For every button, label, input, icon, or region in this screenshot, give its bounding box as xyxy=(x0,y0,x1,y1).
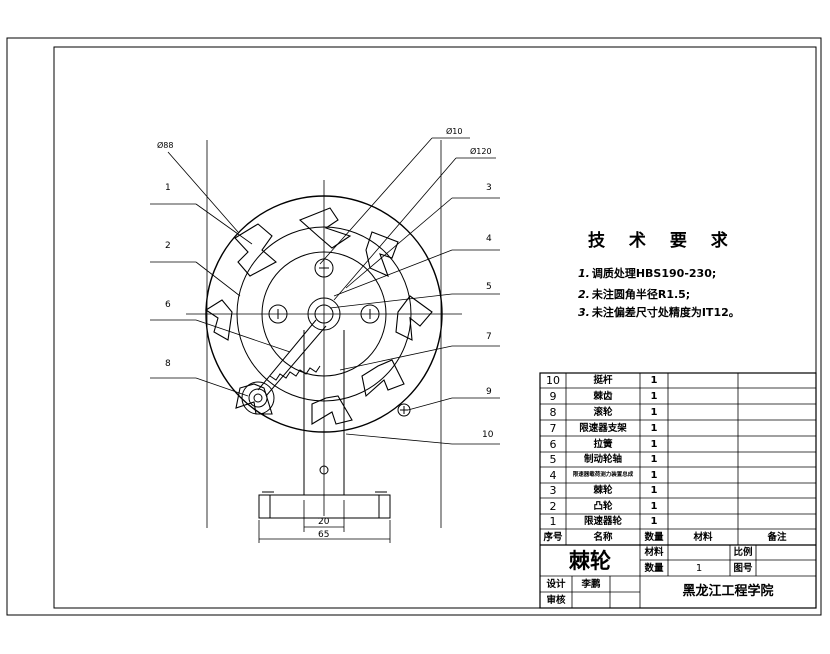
header-name: 名称 xyxy=(593,532,613,543)
requirements-title: 技 术 要 求 xyxy=(588,231,737,251)
requirement-item: 1.调质处理HBS190-230; xyxy=(578,265,716,281)
callout-2: 2 xyxy=(165,241,171,251)
bom-no: 5 xyxy=(549,453,557,466)
bom-no: 7 xyxy=(549,422,557,435)
school-name: 黑龙江工程学院 xyxy=(682,584,774,599)
spring-link xyxy=(241,319,411,417)
quantity-label: 数量 xyxy=(644,563,664,574)
dim-w65: 65 xyxy=(318,530,329,540)
ratchet-teeth xyxy=(204,207,433,425)
drawing-no-label: 图号 xyxy=(733,563,753,574)
callout-9: 9 xyxy=(486,387,492,397)
bom-no: 3 xyxy=(549,484,557,497)
bom-qty: 1 xyxy=(650,407,658,418)
bom-name: 棘轮 xyxy=(593,485,613,496)
callout-3: 3 xyxy=(486,183,492,193)
scale-label: 比例 xyxy=(733,547,753,558)
callout-6: 6 xyxy=(165,300,171,310)
bom-no: 10 xyxy=(546,374,560,387)
designer-name: 李鹏 xyxy=(581,579,601,590)
bom-qty: 1 xyxy=(650,516,658,527)
bom-no: 9 xyxy=(549,390,557,403)
dim-d10: Ø10 xyxy=(446,126,462,136)
inner-border xyxy=(53,46,817,609)
dimension-lines xyxy=(258,500,391,543)
table-grid xyxy=(539,372,817,609)
bom-name: 挺杆 xyxy=(593,375,613,386)
ratchet-wheel xyxy=(205,195,443,433)
requirement-number: 2. xyxy=(578,288,590,301)
leader-lines xyxy=(150,137,500,445)
header-remark: 备注 xyxy=(767,532,787,543)
callout-7: 7 xyxy=(486,332,492,342)
requirement-item: 2.未注圆角半径R1.5; xyxy=(578,286,690,302)
design-label: 设计 xyxy=(546,579,566,590)
bom-qty: 1 xyxy=(650,470,658,481)
bom-name: 制动轮轴 xyxy=(583,454,622,465)
bom-name: 限速器轮 xyxy=(583,516,622,527)
bom-name: 滚轮 xyxy=(593,407,613,418)
dim-w20: 20 xyxy=(318,517,330,527)
bom-qty: 1 xyxy=(650,439,658,450)
outer-border xyxy=(6,37,822,616)
requirement-number: 1. xyxy=(578,267,590,280)
requirement-number: 3. xyxy=(578,306,590,319)
header-no: 序号 xyxy=(543,532,563,543)
bom-name: 拉簧 xyxy=(593,439,613,450)
quantity-value: 1 xyxy=(695,563,703,574)
bom-qty: 1 xyxy=(650,501,658,512)
requirement-text: 未注圆角半径R1.5; xyxy=(591,288,691,301)
header-material: 材料 xyxy=(693,532,713,543)
dim-d120: Ø120 xyxy=(470,146,492,156)
requirement-text: 未注偏差尺寸处精度为IT12。 xyxy=(591,306,740,319)
callout-10: 10 xyxy=(482,430,494,440)
bom-no: 4 xyxy=(549,469,557,482)
callout-5: 5 xyxy=(486,282,492,292)
bom-name: 棘齿 xyxy=(593,391,613,402)
bom-qty: 1 xyxy=(650,391,658,402)
dim-d88: Ø88 xyxy=(157,140,173,150)
part-name: 棘轮 xyxy=(569,549,611,573)
header-qty: 数量 xyxy=(644,532,664,543)
bom-no: 6 xyxy=(549,438,557,451)
review-label: 审核 xyxy=(546,595,566,606)
bom-name: 限速器载荷测力装置总成 xyxy=(572,472,634,478)
bom-qty: 1 xyxy=(650,375,658,386)
callout-1: 1 xyxy=(165,183,171,193)
bom-name: 凸轮 xyxy=(593,501,613,512)
callout-4: 4 xyxy=(486,234,492,244)
bom-qty: 1 xyxy=(650,423,658,434)
material-label: 材料 xyxy=(644,547,664,558)
bom-no: 2 xyxy=(549,500,557,513)
bom-qty: 1 xyxy=(650,485,658,496)
bracket-arm xyxy=(258,330,391,519)
bom-name: 限速器支架 xyxy=(579,423,627,434)
requirement-item: 3.未注偏差尺寸处精度为IT12。 xyxy=(578,304,740,320)
bom-no: 8 xyxy=(549,406,557,419)
bom-qty: 1 xyxy=(650,454,658,465)
callout-8: 8 xyxy=(165,359,171,369)
bom-no: 1 xyxy=(549,515,557,528)
requirement-text: 调质处理HBS190-230; xyxy=(591,267,717,280)
